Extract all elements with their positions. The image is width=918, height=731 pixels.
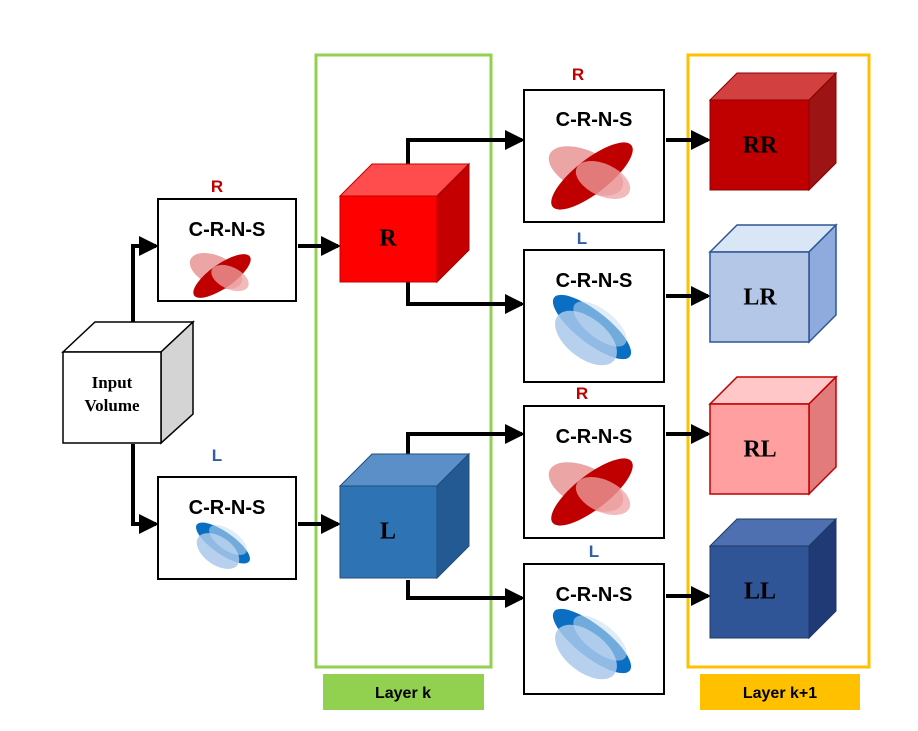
block-label: C-R-N-S [556,426,633,448]
branch-label-l: L [212,446,222,465]
arrow-r-cube-to-lr-block [406,282,525,314]
layer-k-caption: Layer k [323,674,484,710]
blue-ellipse-pair-icon [196,522,250,569]
crns-block-r: R C-R-N-S [157,177,297,302]
crns-block-lr: L C-R-N-S [523,229,665,383]
input-volume-cube: Input Volume [61,320,195,445]
cube-r: R [338,162,471,284]
layer-k1-frame [686,53,871,669]
red-ellipse-pair-icon [548,142,633,210]
crns-block-l: L C-R-N-S [157,446,297,580]
branch-label-l: L [589,542,599,561]
layer-k1-caption: Layer k+1 [700,674,860,710]
branch-label-r: R [211,177,223,196]
arrow-l-cube-to-ll-block [406,580,525,608]
cube-rr: RR [708,71,838,192]
crns-block-rl: R C-R-N-S [523,384,665,539]
red-ellipse-pair-icon [189,252,251,298]
branch-label-r: R [572,65,584,84]
branch-label-l: L [577,229,587,248]
block-label: C-R-N-S [189,497,266,519]
input-volume-label-line1: Input [92,373,133,392]
cube-lr: LR [708,223,838,344]
red-ellipse-pair-icon [548,458,633,526]
connectors [131,130,711,608]
blue-ellipse-pair-icon [552,608,632,680]
block-label: C-R-N-S [556,109,633,131]
layer-k1-label: Layer k+1 [743,685,817,702]
crns-block-rr: R C-R-N-S [523,65,665,223]
cube-l: L [338,452,471,580]
input-volume-label-line2: Volume [84,396,140,415]
arrow-l-cube-to-rl-block [406,424,525,454]
layer-k-label: Layer k [375,685,431,702]
arrow-input-to-l [131,444,159,534]
cube-label-l: L [380,519,396,545]
cube-label-ll: LL [744,579,776,605]
block-label: C-R-N-S [556,584,633,606]
cube-label-lr: LR [743,285,777,311]
block-label: C-R-N-S [556,270,633,292]
cube-rl: RL [708,375,838,496]
blue-ellipse-pair-icon [552,294,632,366]
layer-k-frame [314,53,493,669]
cube-label-rl: RL [743,437,776,463]
cube-label-r: R [379,226,397,252]
cube-ll: LL [708,517,838,640]
arrow-r-cube-to-rr-block [406,130,525,164]
cube-label-rr: RR [743,133,778,159]
block-label: C-R-N-S [189,219,266,241]
arrow-input-to-r [131,236,159,322]
crns-block-ll: L C-R-N-S [523,542,665,695]
branch-label-r: R [576,384,588,403]
